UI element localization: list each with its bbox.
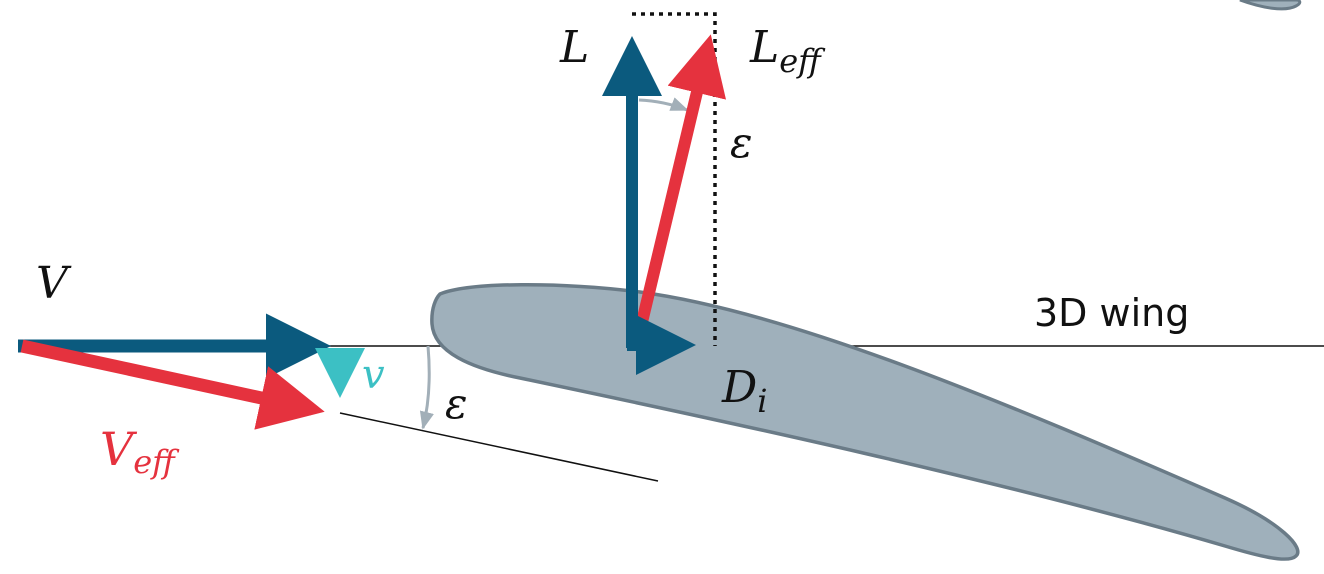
label-epsilon-lower: ε xyxy=(445,379,468,428)
epsilon-angle-arc-lower xyxy=(419,345,434,430)
epsilon-angle-arc-upper xyxy=(638,97,689,112)
l-eff-arrow xyxy=(631,34,727,345)
adjacent-airfoil-tip xyxy=(1239,0,1302,11)
decomposition-dotted-lines xyxy=(632,12,717,346)
label-induced-drag-main: D xyxy=(721,362,757,413)
label-downwash-v: v xyxy=(362,352,385,398)
label-l-eff-sub: eff xyxy=(779,42,826,80)
label-v-eff: Veff xyxy=(100,422,180,481)
label-induced-drag-sub: i xyxy=(757,382,767,420)
label-lift: L xyxy=(559,22,589,73)
label-l-eff-main: L xyxy=(749,22,779,73)
label-v-eff-main: V xyxy=(100,422,138,476)
label-epsilon-upper: ε xyxy=(730,118,753,167)
label-v-eff-sub: eff xyxy=(133,443,180,481)
label-3d-wing: 3D wing xyxy=(1034,291,1189,335)
v-eff-arrow xyxy=(20,339,325,430)
label-l-eff: Leff xyxy=(749,22,826,80)
label-v: V xyxy=(36,258,72,309)
label-induced-drag: Di xyxy=(721,362,768,420)
inclined-reference-line xyxy=(339,412,659,482)
